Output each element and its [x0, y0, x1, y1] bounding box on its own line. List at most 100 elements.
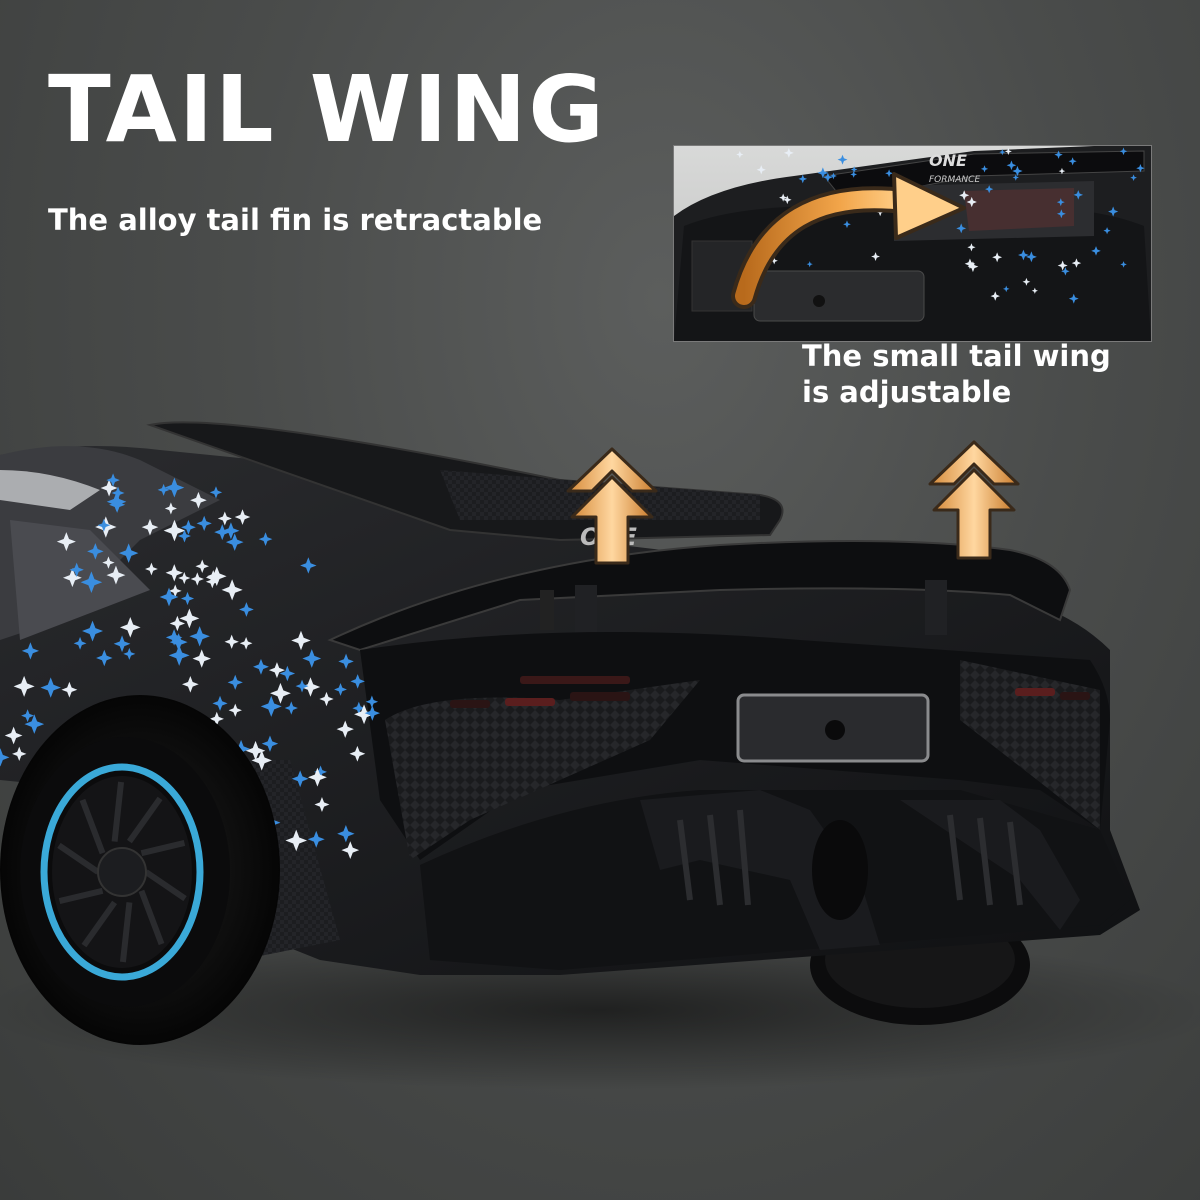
star-decal: [1031, 287, 1038, 294]
star-decal: [302, 649, 322, 668]
star-decal: [850, 171, 858, 178]
star-decal: [61, 681, 78, 698]
star-decal: [1012, 165, 1023, 177]
star-decal: [80, 571, 103, 593]
star-decal: [270, 682, 291, 704]
star-decal: [350, 674, 365, 689]
tail-lights: [450, 676, 1090, 708]
star-decal: [190, 491, 207, 509]
star-decal: [291, 770, 309, 788]
star-decal: [106, 473, 120, 487]
up-arrow-icon: [566, 447, 658, 565]
star-decal: [798, 174, 808, 184]
star-decal: [1071, 258, 1082, 268]
star-decal: [985, 185, 994, 194]
star-decal: [268, 662, 285, 679]
star-decal: [180, 591, 195, 606]
star-decal: [1025, 251, 1037, 263]
star-decal: [843, 220, 851, 229]
star-decal: [182, 675, 199, 693]
wheel-spoke: [126, 796, 163, 844]
star-decal: [1004, 147, 1012, 155]
inset-caption: The small tail wing is adjustable: [802, 338, 1111, 410]
star-decal: [1068, 293, 1079, 304]
wheel-spoke: [140, 840, 186, 857]
star-decal: [291, 630, 311, 651]
star-decal: [783, 148, 794, 158]
star-decal: [214, 524, 231, 541]
star-decal: [1130, 174, 1137, 181]
star-decal: [96, 649, 113, 667]
star-decal: [365, 695, 379, 708]
star-decal: [1056, 198, 1065, 207]
rear-grille-left: [385, 680, 700, 860]
star-decal: [806, 261, 813, 268]
rear-diffuser: [420, 790, 1130, 970]
star-decal: [82, 620, 104, 642]
star-decal: [337, 825, 355, 843]
star-decal: [295, 679, 309, 693]
inset-badge-subtext: FORMANCE: [929, 175, 980, 185]
star-decal: [225, 533, 244, 551]
star-decal: [227, 674, 243, 690]
star-decal: [178, 529, 191, 543]
star-decal: [232, 739, 251, 758]
star-decal: [24, 714, 45, 734]
star-decal: [837, 154, 848, 165]
up-arrow-icon: [928, 440, 1020, 560]
star-decal: [106, 565, 126, 585]
star-decal: [141, 518, 159, 536]
star-decal: [1073, 190, 1084, 200]
star-decal: [224, 634, 239, 649]
star-decal: [221, 579, 243, 601]
star-decal: [212, 695, 228, 711]
wheel-spoke: [58, 887, 104, 904]
star-decal: [336, 720, 354, 738]
star-decal: [1103, 227, 1111, 235]
wheel-spoke: [119, 902, 133, 963]
star-decal: [13, 675, 35, 697]
star-decal: [106, 491, 127, 512]
star-decal: [205, 575, 219, 589]
star-decal: [314, 796, 330, 812]
star-decal: [195, 559, 210, 574]
star-decal: [123, 647, 136, 660]
star-decal: [258, 532, 273, 546]
star-decal: [113, 635, 131, 653]
star-decal: [169, 615, 186, 632]
star-decal: [300, 677, 321, 697]
star-decal: [307, 830, 325, 848]
star-decal: [245, 740, 266, 761]
star-decal: [260, 695, 282, 717]
star-decal: [196, 515, 212, 531]
inset-car-illustration: ONE FORMANCE: [674, 146, 1151, 341]
star-decal: [1108, 206, 1119, 217]
star-decal: [111, 486, 125, 500]
star-decal: [1018, 249, 1029, 261]
star-decal: [1120, 261, 1127, 268]
star-decal: [1012, 174, 1019, 181]
star-decal: [1136, 164, 1145, 173]
star-decal: [163, 519, 186, 542]
star-decal: [118, 543, 139, 563]
star-decal: [21, 709, 35, 723]
rear-wing: [327, 540, 1072, 652]
rear-left-wheel: [0, 695, 280, 1045]
star-decal: [980, 165, 989, 173]
star-decal: [964, 258, 976, 270]
star-decal: [1054, 150, 1063, 159]
star-decal: [967, 243, 976, 252]
star-decal: [1061, 267, 1070, 276]
star-decal: [21, 642, 40, 660]
star-decal: [234, 509, 251, 525]
wheel-spoke: [81, 900, 118, 948]
star-decal: [779, 193, 788, 202]
star-decal: [349, 745, 366, 762]
star-decal: [990, 291, 1000, 301]
star-decal: [0, 748, 10, 767]
star-decal: [756, 165, 766, 175]
star-decal: [4, 726, 23, 745]
star-decal: [119, 617, 141, 638]
inset-badge-text: ONE: [929, 151, 967, 170]
